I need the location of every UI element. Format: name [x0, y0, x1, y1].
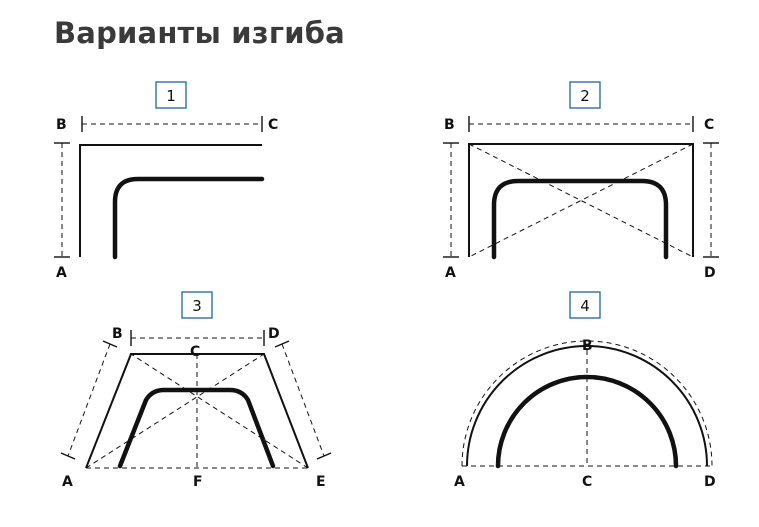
point-label-a: A	[454, 474, 465, 490]
point-label-f: F	[193, 474, 203, 490]
point-label-b: B	[112, 326, 123, 342]
point-label-c: C	[190, 344, 200, 360]
variant-2: 2 B C A D	[443, 81, 719, 281]
point-label-e: E	[316, 474, 326, 490]
point-label-b: B	[444, 117, 455, 133]
variant-number-box	[181, 291, 213, 319]
page-title: Варианты изгиба	[54, 16, 345, 50]
bent-profile	[117, 387, 276, 469]
dimension-line-de	[281, 343, 325, 457]
dimension-tick	[316, 452, 332, 460]
diagonal-line	[130, 353, 309, 469]
point-label-b: B	[56, 117, 67, 133]
variant-4: 4 B A C D	[454, 291, 716, 490]
dimension-tick	[274, 340, 290, 348]
bent-profile	[491, 178, 669, 260]
bent-profile	[112, 176, 265, 260]
variant-1: 1 B C A	[54, 81, 278, 281]
diagonal-line	[468, 143, 694, 258]
point-label-c: C	[268, 117, 278, 133]
point-label-d: D	[268, 326, 280, 342]
variant-3: 3 B D C A F E	[60, 291, 332, 490]
point-label-b: B	[582, 338, 593, 354]
variant-number: 4	[580, 297, 590, 315]
point-label-a: A	[56, 265, 67, 281]
point-label-d: D	[704, 265, 716, 281]
dimension-arc	[461, 340, 713, 467]
dimension-tick	[102, 340, 118, 348]
variant-number: 2	[580, 87, 590, 105]
variant-number: 3	[192, 297, 202, 315]
variant-number-box	[569, 81, 601, 109]
variant-number-box	[569, 291, 601, 319]
bend-outline	[468, 143, 694, 257]
point-label-c: C	[704, 117, 714, 133]
bend-outline	[466, 345, 708, 467]
dimension-tick	[60, 452, 76, 460]
dimension-line-ab	[67, 343, 111, 457]
bend-outline	[79, 144, 262, 257]
variant-number: 1	[166, 87, 176, 105]
point-label-c: C	[582, 474, 592, 490]
point-label-d: D	[704, 474, 716, 490]
variant-number-box	[155, 81, 187, 109]
diagonal-line	[85, 353, 265, 469]
point-label-a: A	[62, 474, 73, 490]
diagonal-line	[468, 143, 694, 258]
point-label-a: A	[445, 265, 456, 281]
